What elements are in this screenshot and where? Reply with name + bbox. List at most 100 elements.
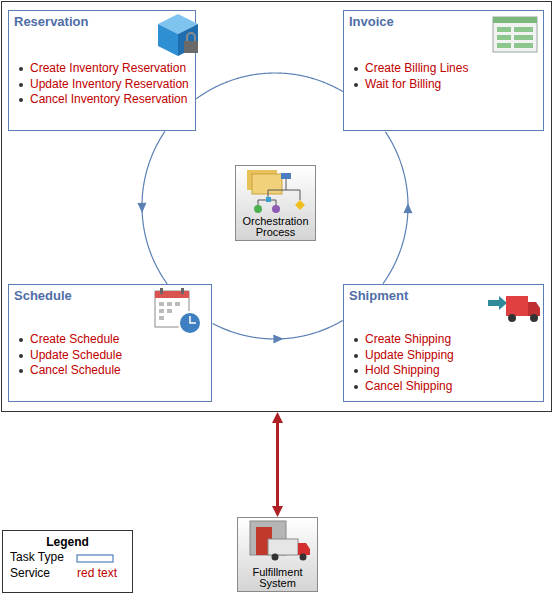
truck-cargo	[268, 539, 298, 555]
task-type-title: Schedule	[14, 288, 72, 303]
arrow-head	[403, 203, 412, 213]
cube-top	[158, 14, 198, 34]
calendar-ring	[181, 288, 184, 294]
cube-right	[178, 24, 198, 56]
process-tree	[258, 178, 300, 207]
integration-arrow	[272, 412, 283, 517]
connector-line	[196, 73, 343, 99]
warehouse	[250, 521, 286, 555]
service-list: Create Inventory ReservationUpdate Inven…	[9, 61, 195, 108]
task-type-box: ScheduleCreate ScheduleUpdate ScheduleCa…	[8, 284, 212, 402]
calendar-cell	[167, 309, 172, 313]
fulfillment-icon	[250, 521, 310, 561]
cube-left	[158, 24, 178, 56]
folder	[247, 170, 277, 190]
invoice-icon	[493, 17, 537, 52]
tree-node	[281, 173, 291, 179]
calendar-cell	[159, 302, 164, 306]
service-list: Create Billing LinesWait for Billing	[344, 61, 543, 92]
truck-cargo	[506, 296, 528, 316]
sheet-cell	[514, 43, 533, 48]
calendar	[155, 291, 189, 327]
task-type-title: Invoice	[349, 14, 394, 29]
sheet-cell	[514, 35, 533, 40]
truck-wheel	[272, 554, 279, 561]
calendar-cell	[167, 302, 172, 306]
arrow-head	[137, 203, 146, 213]
task-type-title: Reservation	[14, 14, 88, 29]
tree-node	[254, 205, 262, 213]
task-type-box: ShipmentCreate ShippingUpdate ShippingHo…	[343, 284, 544, 402]
connector-line	[276, 421, 279, 508]
icon-label: Orchestration Process	[236, 216, 315, 238]
lock-body	[184, 41, 198, 53]
tree-node	[272, 205, 280, 213]
sheet-cell	[514, 27, 533, 32]
truck-cab	[298, 543, 310, 555]
arrow-head	[272, 412, 283, 423]
cycle-arc	[137, 131, 167, 284]
cycle-arc	[213, 320, 343, 343]
calendar-cell	[175, 302, 180, 306]
icon-label: Fulfillment System	[238, 567, 317, 589]
service-name: Cancel Inventory Reservation	[9, 92, 195, 108]
task-type-box: ReservationCreate Inventory ReservationU…	[8, 10, 196, 131]
folder	[252, 174, 282, 194]
legend-title: Legend	[2, 536, 133, 549]
calendar-cell	[159, 309, 164, 313]
tree-node	[295, 200, 305, 210]
inbound-arrow	[488, 296, 507, 310]
lock-shackle	[187, 33, 195, 41]
warehouse-door	[256, 527, 272, 555]
task-type-box: InvoiceCreate Billing LinesWait for Bill…	[343, 10, 544, 131]
service-name: Create Inventory Reservation	[9, 61, 195, 77]
task-type-title: Shipment	[349, 288, 408, 303]
orchestration-frame: ReservationCreate Inventory ReservationU…	[1, 1, 552, 412]
sheet-cell	[497, 43, 511, 48]
system-icon-box: Orchestration Process	[235, 165, 316, 241]
service-name: Update Schedule	[9, 348, 211, 364]
service-name: Cancel Schedule	[9, 363, 211, 379]
connector-line	[213, 320, 343, 339]
system-icon-box: Fulfillment System	[237, 517, 318, 592]
sheet	[493, 17, 537, 52]
calendar-ring	[160, 288, 163, 294]
schedule-icon	[155, 288, 201, 334]
service-name: Wait for Billing	[344, 77, 543, 93]
calendar-top	[155, 291, 189, 298]
legend-swatch	[77, 555, 113, 562]
legend-entry: Service	[10, 567, 50, 580]
legend-entry: Task Type	[10, 551, 64, 564]
tree-node	[266, 197, 271, 202]
connector-line	[383, 132, 408, 284]
clock-hands	[190, 316, 196, 323]
truck-wheel	[300, 554, 307, 561]
arrow-head	[273, 335, 283, 344]
service-name: Update Inventory Reservation	[9, 77, 195, 93]
service-list: Create ScheduleUpdate ScheduleCancel Sch…	[9, 332, 211, 379]
service-name: Cancel Shipping	[344, 379, 543, 395]
calendar-cell	[159, 316, 164, 320]
truck-wheel	[508, 314, 516, 322]
service-name: Create Schedule	[9, 332, 211, 348]
service-name: Hold Shipping	[344, 363, 543, 379]
orchestration-icon	[247, 170, 305, 213]
clock	[179, 312, 201, 334]
sheet-cell	[497, 27, 511, 32]
reservation-icon	[158, 14, 198, 56]
sheet-header	[493, 17, 537, 23]
service-name: Create Shipping	[344, 332, 543, 348]
service-list: Create ShippingUpdate ShippingHold Shipp…	[344, 332, 543, 394]
sheet-cell	[497, 35, 511, 40]
cycle-arc	[196, 73, 343, 99]
shipment-icon	[488, 296, 540, 322]
connector-line	[142, 131, 167, 284]
cycle-arc	[383, 132, 412, 284]
service-name: Update Shipping	[344, 348, 543, 364]
truck-wheel	[530, 314, 538, 322]
service-name: Create Billing Lines	[344, 61, 543, 77]
truck-cab	[528, 302, 540, 316]
legend-sample-text: red text	[77, 567, 137, 580]
arrow-head	[272, 506, 283, 517]
